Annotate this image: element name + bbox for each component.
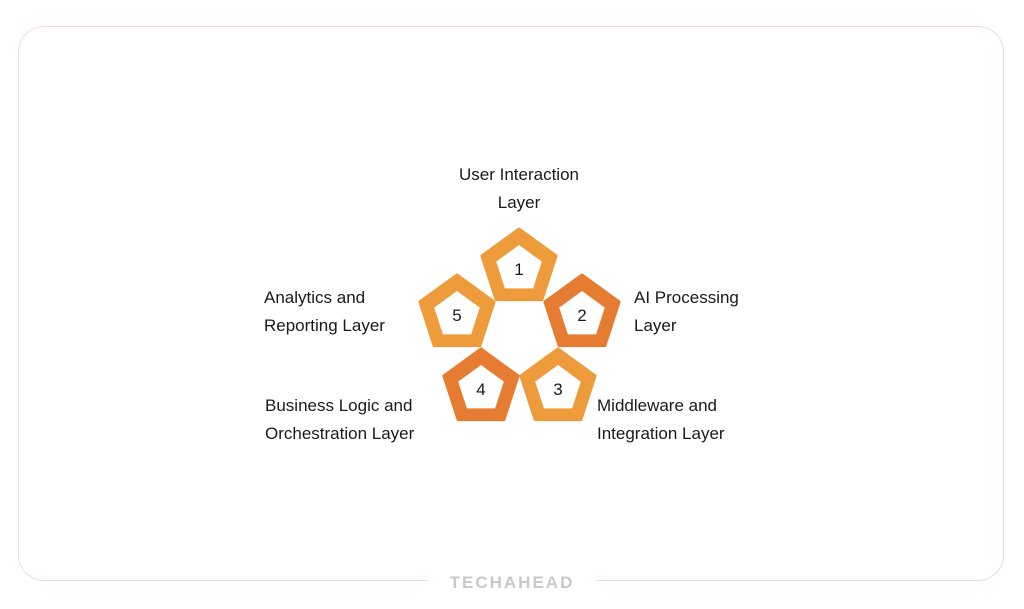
label-line: Reporting Layer	[264, 316, 385, 335]
logo-gap	[428, 572, 596, 592]
label-line: Analytics and	[264, 288, 366, 307]
layer-number: 2	[577, 306, 586, 325]
pentagon-layer-5: 5	[418, 273, 496, 348]
label-line: User Interaction	[459, 165, 579, 184]
label-line: Orchestration Layer	[265, 424, 415, 443]
label-line: Layer	[497, 193, 541, 212]
layer-number: 3	[553, 380, 562, 399]
label-line: Business Logic and	[265, 396, 413, 415]
pentagon-layer-1: 1	[480, 227, 558, 302]
layer-number: 5	[452, 306, 461, 325]
label-line: Layer	[634, 316, 677, 335]
techahead-logo: TECHAHEAD	[449, 573, 575, 592]
layer-number: 1	[514, 260, 523, 279]
pentagon-layer-4: 4	[442, 347, 520, 422]
pentagon-layer-3: 3	[519, 347, 597, 422]
label-line: AI Processing	[634, 288, 739, 307]
layer-number: 4	[476, 380, 485, 399]
label-line: Integration Layer	[597, 424, 725, 443]
pentagon-layer-2: 2	[543, 273, 621, 348]
label-line: Middleware and	[597, 396, 718, 415]
